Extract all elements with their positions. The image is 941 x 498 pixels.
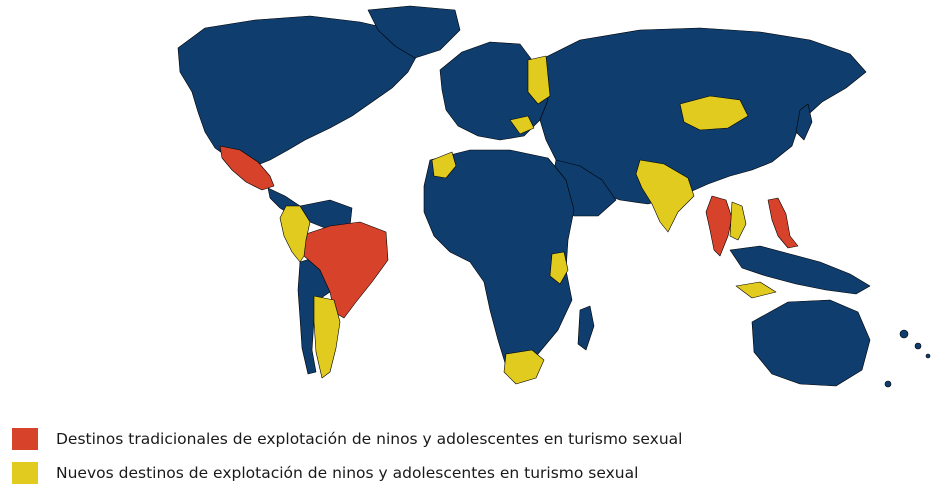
region-australia — [751, 299, 871, 387]
region-russia-west — [527, 55, 551, 105]
region-morocco — [431, 151, 457, 179]
island-new-zealand — [884, 380, 892, 388]
region-north-america — [177, 15, 421, 169]
legend-swatch-new — [12, 462, 38, 484]
region-mexico — [219, 145, 275, 191]
land-traditional-destinations — [219, 145, 799, 319]
region-south-africa — [503, 349, 545, 385]
region-india — [635, 159, 695, 233]
legend-label-traditional: Destinos tradicionales de explotación de… — [56, 430, 683, 448]
region-thailand-cambodia — [705, 195, 733, 257]
legend-label-new: Nuevos destinos de explotación de ninos … — [56, 464, 639, 482]
region-romania-bulgaria — [509, 115, 535, 135]
region-japan — [795, 103, 813, 141]
region-brazil — [299, 221, 389, 319]
region-argentina — [313, 295, 341, 379]
region-kenya — [549, 251, 569, 285]
island-pacific-1 — [899, 329, 909, 339]
legend: Destinos tradicionales de explotación de… — [12, 428, 932, 496]
region-indonesia-islands — [735, 281, 777, 299]
region-greenland — [367, 5, 461, 59]
small-islands — [884, 329, 931, 388]
region-southeast-asia-islands — [729, 245, 871, 295]
legend-item-new: Nuevos destinos de explotación de ninos … — [12, 462, 932, 484]
region-madagascar — [577, 305, 595, 351]
island-pacific-2 — [914, 342, 922, 350]
region-philippines — [767, 197, 799, 249]
legend-swatch-traditional — [12, 428, 38, 450]
region-mongolia — [679, 95, 749, 131]
region-colombia-ecuador-peru — [279, 205, 311, 263]
world-map-svg — [177, 5, 931, 388]
land-other-countries — [177, 5, 871, 387]
land-new-destinations — [279, 55, 777, 385]
island-pacific-3 — [925, 353, 931, 359]
world-map — [177, 5, 931, 388]
legend-item-traditional: Destinos tradicionales de explotación de… — [12, 428, 932, 450]
region-vietnam — [729, 201, 747, 241]
